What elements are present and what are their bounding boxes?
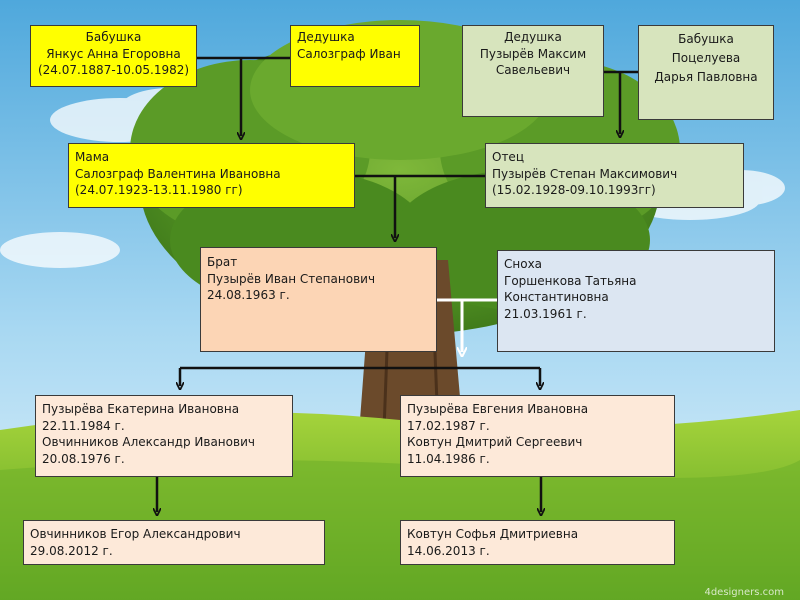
person-name: Ковтун Софья Дмитриевна bbox=[407, 527, 579, 541]
person-name: Пузырёва Екатерина Ивановна bbox=[42, 402, 240, 416]
life-dates: (24.07.1923-13.11.1980 гг) bbox=[75, 183, 243, 197]
person-surname: Поцелуева bbox=[671, 51, 741, 65]
box-grandmother-yankus: Бабушка Янкус Анна Егоровна (24.07.1887-… bbox=[30, 25, 197, 87]
spouse-birth-date: 20.08.1976 г. bbox=[42, 451, 125, 466]
birth-date: 17.02.1987 г. bbox=[407, 418, 490, 433]
birth-date: 29.08.2012 г. bbox=[30, 543, 113, 558]
person-name: Салозграф Иван bbox=[297, 46, 401, 61]
relation-label: Сноха bbox=[504, 257, 543, 271]
person-patronymic: Савельевич bbox=[495, 63, 571, 77]
box-grandfather-puzyrev: Дедушка Пузырёв Максим Савельевич bbox=[462, 25, 604, 117]
relation-label: Дедушка bbox=[297, 30, 355, 44]
person-name: Дарья Павловна bbox=[654, 70, 758, 84]
spouse-birth-date: 11.04.1986 г. bbox=[407, 451, 490, 466]
box-grandfather-salozgraf: Дедушка Салозграф Иван bbox=[290, 25, 420, 87]
box-ekaterina: Пузырёва Екатерина Ивановна 22.11.1984 г… bbox=[35, 395, 293, 477]
spouse-name: Овчинников Александр Иванович bbox=[42, 435, 255, 449]
relation-label: Бабушка bbox=[85, 30, 142, 44]
birth-date: 21.03.1961 г. bbox=[504, 306, 587, 321]
relation-label: Бабушка bbox=[678, 32, 734, 46]
person-name: Пузырёв Степан Максимович bbox=[492, 166, 678, 181]
box-father: Отец Пузырёв Степан Максимович (15.02.19… bbox=[485, 143, 744, 208]
relation-label: Мама bbox=[75, 150, 110, 164]
person-name: Янкус Анна Егоровна bbox=[46, 46, 181, 61]
box-grandmother-potseluyeva: Бабушка Поцелуева Дарья Павловна bbox=[638, 25, 774, 120]
person-name: Пузырёв Максим bbox=[479, 46, 587, 61]
box-evgeniya: Пузырёва Евгения Ивановна 17.02.1987 г. … bbox=[400, 395, 675, 477]
life-dates: (24.07.1887-10.05.1982) bbox=[37, 63, 190, 77]
box-daughter-in-law: Сноха Горшенкова Татьяна Константиновна … bbox=[497, 250, 775, 352]
relation-label: Отец bbox=[492, 150, 524, 164]
birth-date: 22.11.1984 г. bbox=[42, 418, 125, 433]
box-mother: Мама Салозграф Валентина Ивановна (24.07… bbox=[68, 143, 355, 208]
person-name: Пузырёв Иван Степанович bbox=[207, 271, 376, 286]
spouse-name: Ковтун Дмитрий Сергеевич bbox=[407, 435, 583, 449]
life-dates: (15.02.1928-09.10.1993гг) bbox=[492, 183, 656, 197]
person-name: Горшенкова Татьяна bbox=[504, 273, 637, 288]
box-sofya: Ковтун Софья Дмитриевна 14.06.2013 г. bbox=[400, 520, 675, 565]
birth-date: 14.06.2013 г. bbox=[407, 543, 490, 558]
box-egor: Овчинников Егор Александрович 29.08.2012… bbox=[23, 520, 325, 565]
watermark: 4designers.com bbox=[704, 587, 784, 598]
person-name: Салозграф Валентина Ивановна bbox=[75, 166, 281, 181]
birth-date: 24.08.1963 г. bbox=[207, 288, 290, 302]
box-brother: Брат Пузырёв Иван Степанович 24.08.1963 … bbox=[200, 247, 437, 352]
relation-label: Дедушка bbox=[504, 30, 562, 44]
relation-label: Брат bbox=[207, 255, 238, 269]
person-name: Пузырёва Евгения Ивановна bbox=[407, 402, 589, 416]
person-patronymic: Константиновна bbox=[504, 290, 609, 304]
person-name: Овчинников Егор Александрович bbox=[30, 527, 241, 541]
